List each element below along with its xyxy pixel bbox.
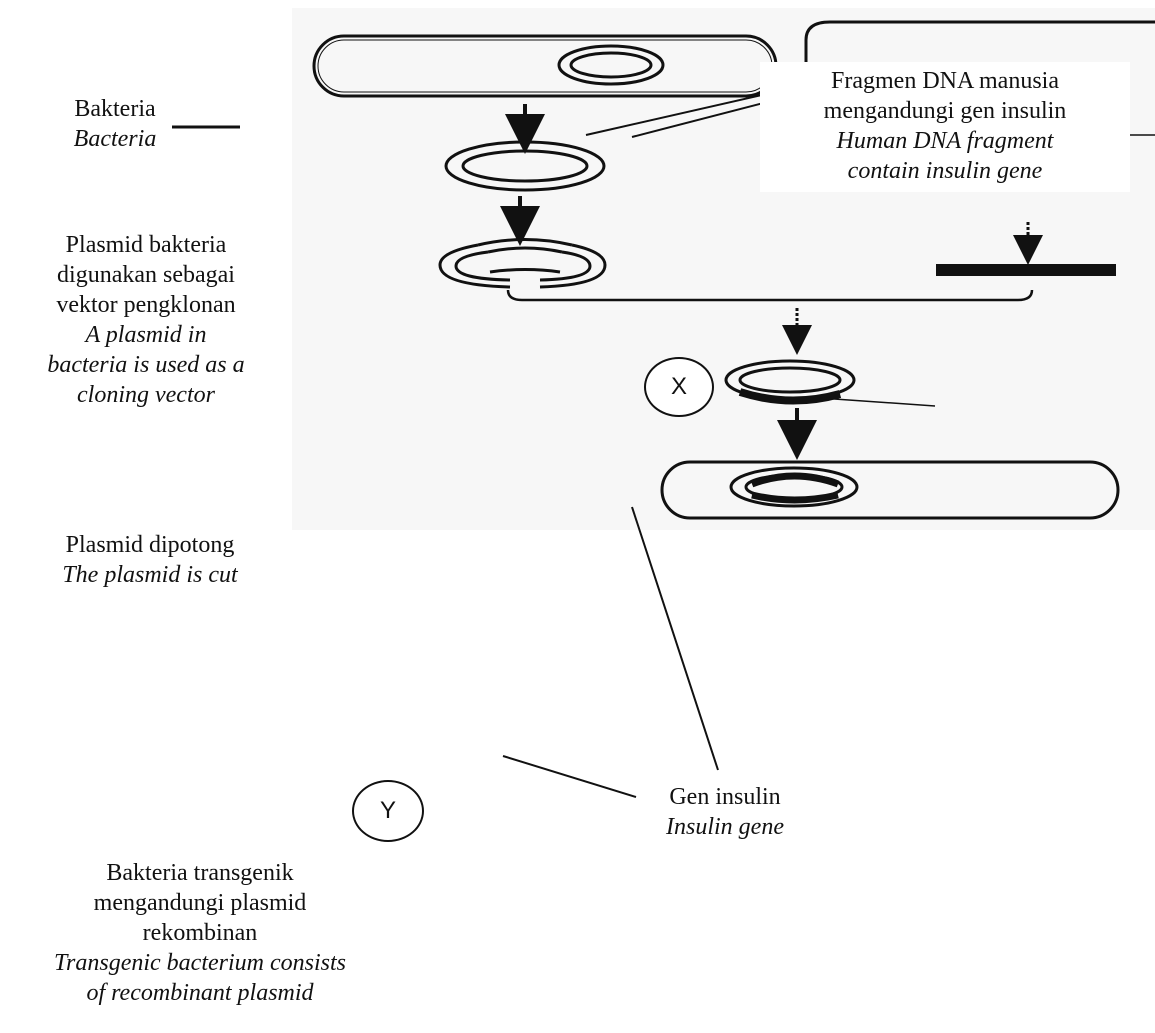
marker-y: Y xyxy=(352,780,424,842)
label-insulin-gene: Gen insulin Insulin gene xyxy=(640,782,810,842)
label-human-dna: Fragmen DNA manusia mengandungi gen insu… xyxy=(760,62,1130,192)
leader-line-insulin-2 xyxy=(502,755,637,798)
leader-line-human-dna-1 xyxy=(585,91,776,136)
label-bacteria-en: Bacteria xyxy=(73,126,157,152)
label-insulin-gene-en: Insulin gene xyxy=(666,814,784,840)
label-transgenic: Bakteria transgenik mengandungi plasmid … xyxy=(10,858,390,1008)
label-plasmid-vector-ms-3: vektor pengklonan xyxy=(56,292,236,318)
label-plasmid-cut: Plasmid dipotong The plasmid is cut xyxy=(10,530,290,590)
recombinant-plasmid xyxy=(724,359,856,405)
label-transgenic-ms-1: Bakteria transgenik xyxy=(106,860,294,886)
label-human-dna-en-1: Human DNA fragment xyxy=(836,128,1054,154)
label-plasmid-vector-en-3: cloning vector xyxy=(77,382,215,408)
extracted-plasmid xyxy=(444,140,606,192)
label-bacteria: Bakteria Bacteria xyxy=(40,94,190,154)
label-plasmid-vector-en-2: bacteria is used as a xyxy=(47,352,245,378)
label-human-dna-ms-2: mengandungi gen insulin xyxy=(823,98,1067,124)
leader-line-x xyxy=(819,397,936,407)
cut-plasmid xyxy=(438,238,607,289)
joining-bracket xyxy=(506,289,1034,302)
label-human-dna-en-2: contain insulin gene xyxy=(847,158,1043,184)
leader-line-human-dna-2 xyxy=(631,99,776,138)
plasmid-in-bacterium xyxy=(557,44,665,86)
marker-x: X xyxy=(644,357,714,417)
label-plasmid-vector-ms-1: Plasmid bakteria xyxy=(65,232,227,258)
human-cell-outline xyxy=(804,20,1155,80)
label-transgenic-en-2: of recombinant plasmid xyxy=(86,980,314,1006)
transgenic-bacterium-cell xyxy=(660,460,1120,520)
label-plasmid-cut-en: The plasmid is cut xyxy=(62,562,238,588)
label-transgenic-en-1: Transgenic bacterium consists xyxy=(54,950,346,976)
label-plasmid-vector-ms-2: digunakan sebagai xyxy=(57,262,235,288)
label-insulin-gene-ms: Gen insulin xyxy=(669,784,781,810)
recombinant-plasmid-in-cell xyxy=(729,466,859,508)
label-plasmid-vector: Plasmid bakteria digunakan sebagai vekto… xyxy=(0,230,292,410)
label-transgenic-ms-3: rekombinan xyxy=(142,920,258,946)
label-plasmid-cut-ms: Plasmid dipotong xyxy=(65,532,235,558)
label-bacteria-ms: Bakteria xyxy=(74,96,156,122)
label-human-dna-ms-1: Fragmen DNA manusia xyxy=(831,68,1059,94)
label-plasmid-vector-en-1: A plasmid in xyxy=(85,322,207,348)
bacterium-cell-top-inner xyxy=(317,39,773,93)
leader-line-insulin-1 xyxy=(631,506,719,771)
label-transgenic-ms-2: mengandungi plasmid xyxy=(93,890,307,916)
bacterium-cell-top xyxy=(312,34,778,98)
